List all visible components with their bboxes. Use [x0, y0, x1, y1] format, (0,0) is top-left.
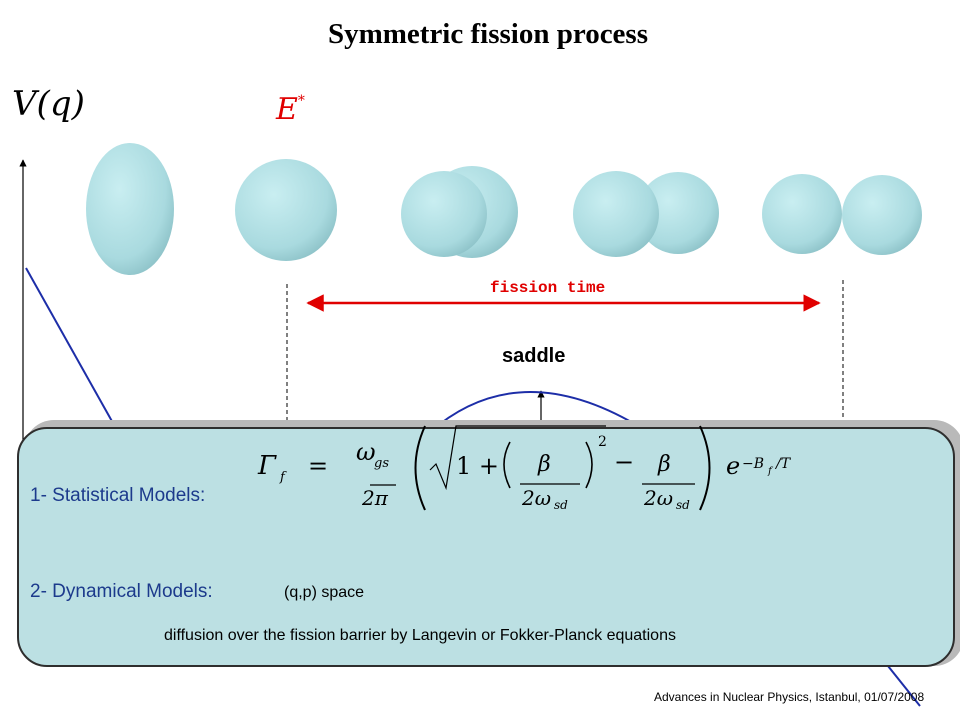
dynamical-models-label: 2- Dynamical Models:: [30, 581, 213, 602]
formula-sd-1: sd: [554, 498, 568, 512]
energy-symbol: E: [276, 92, 298, 127]
excitation-energy-label: E*: [276, 92, 305, 127]
formula-one-plus: 1 +: [456, 452, 500, 480]
formula-omega-sub: gs: [374, 456, 389, 471]
nucleus-sphere: [235, 159, 337, 261]
nucleus-necked-1: [401, 166, 518, 258]
formula-square: 2: [598, 434, 607, 450]
nucleus-scission: [762, 174, 922, 255]
formula-equals: =: [308, 452, 329, 480]
statistical-models-label: 1- Statistical Models:: [30, 485, 206, 506]
formula-lines: [370, 425, 711, 511]
formula-exp-sub: f: [768, 466, 772, 477]
nucleus-prolate: [86, 143, 174, 275]
formula-exp-tail: /T: [776, 456, 791, 472]
footer-citation: Advances in Nuclear Physics, Istanbul, 0…: [654, 690, 925, 704]
phase-space-label: (q,p) space: [284, 584, 365, 601]
potential-curve-barrier: [429, 391, 649, 433]
formula-beta-1: β: [538, 452, 551, 477]
models-panel: [17, 427, 955, 667]
energy-star: *: [297, 93, 305, 109]
formula-sd-2: sd: [676, 498, 690, 512]
page-title: Symmetric fission process: [327, 18, 649, 50]
formula-exp: e: [726, 452, 741, 480]
formula-beta-2: β: [658, 452, 671, 477]
y-axis-label: V(q): [12, 84, 85, 124]
formula-two-omega-1: 2ω: [522, 486, 552, 510]
formula-minus: −: [614, 448, 635, 476]
formula-exp-power: −B: [742, 456, 765, 472]
diffusion-description: diffusion over the fission barrier by La…: [164, 627, 676, 644]
potential-curve-left: [25, 267, 119, 433]
formula-two-omega-2: 2ω: [644, 486, 674, 510]
formula-gamma-sub: f: [280, 470, 285, 485]
nucleus-necked-2: [573, 171, 719, 257]
formula-gamma: Γ: [258, 451, 277, 481]
fission-width-formula: Γ f = ω gs 2π 1 + β 2ω sd 2 − β 2ω sd e …: [258, 418, 840, 518]
fission-time-label: fission time: [490, 279, 606, 297]
saddle-label: saddle: [502, 345, 566, 367]
formula-omega: ω: [356, 438, 376, 466]
formula-two-pi: 2π: [362, 486, 388, 510]
